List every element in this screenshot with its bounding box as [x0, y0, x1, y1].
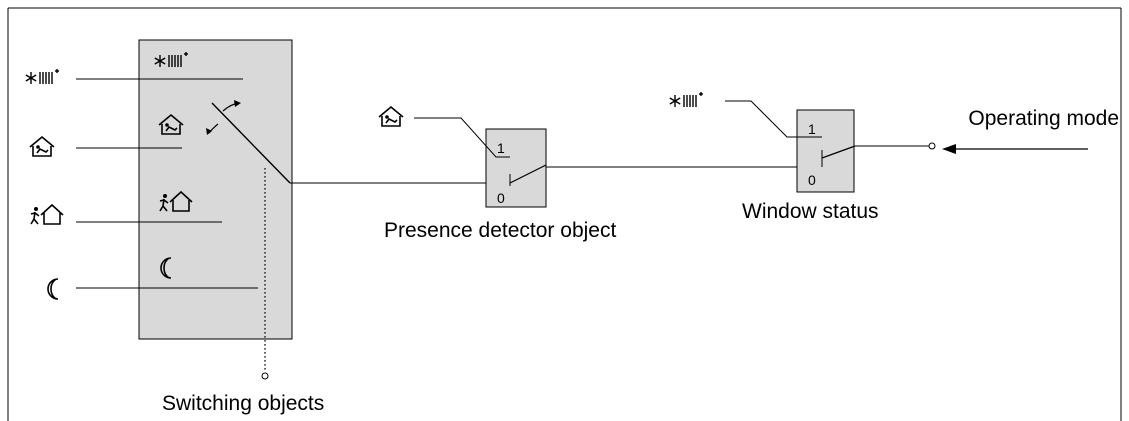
frost-protection-icon — [25, 68, 60, 85]
presence-detector-label: Presence detector object — [384, 219, 616, 242]
operating-mode-arrowhead — [942, 144, 956, 154]
operating-mode-label: Operating mode — [968, 107, 1119, 130]
switching-objects-terminal — [261, 372, 269, 380]
switching-objects-label: Switching objects — [162, 392, 324, 415]
comfort-icon — [29, 136, 55, 157]
presence-input-0-number: 0 — [497, 190, 505, 206]
presence-input-1-number: 1 — [497, 140, 505, 156]
output-terminal — [928, 142, 936, 150]
presence-input-1-line — [414, 117, 510, 158]
presence-comfort-icon — [378, 106, 404, 127]
presence-detector-box — [485, 128, 547, 208]
window-frost-icon — [669, 91, 704, 108]
night-icon — [47, 278, 59, 300]
selector-lever — [211, 102, 291, 184]
standby-icon — [30, 204, 64, 225]
window-input-0-number: 0 — [808, 172, 816, 188]
window-switch-blade — [821, 145, 856, 159]
window-status-label: Window status — [742, 200, 879, 223]
window-input-1-line — [725, 100, 822, 138]
rotation-arrowhead-up — [234, 100, 241, 107]
rotation-arrowhead-down — [206, 128, 212, 135]
window-input-1-number: 1 — [808, 121, 816, 137]
presence-switch-blade — [509, 164, 547, 184]
window-status-box — [796, 109, 855, 193]
switching-objects-box — [138, 39, 293, 340]
